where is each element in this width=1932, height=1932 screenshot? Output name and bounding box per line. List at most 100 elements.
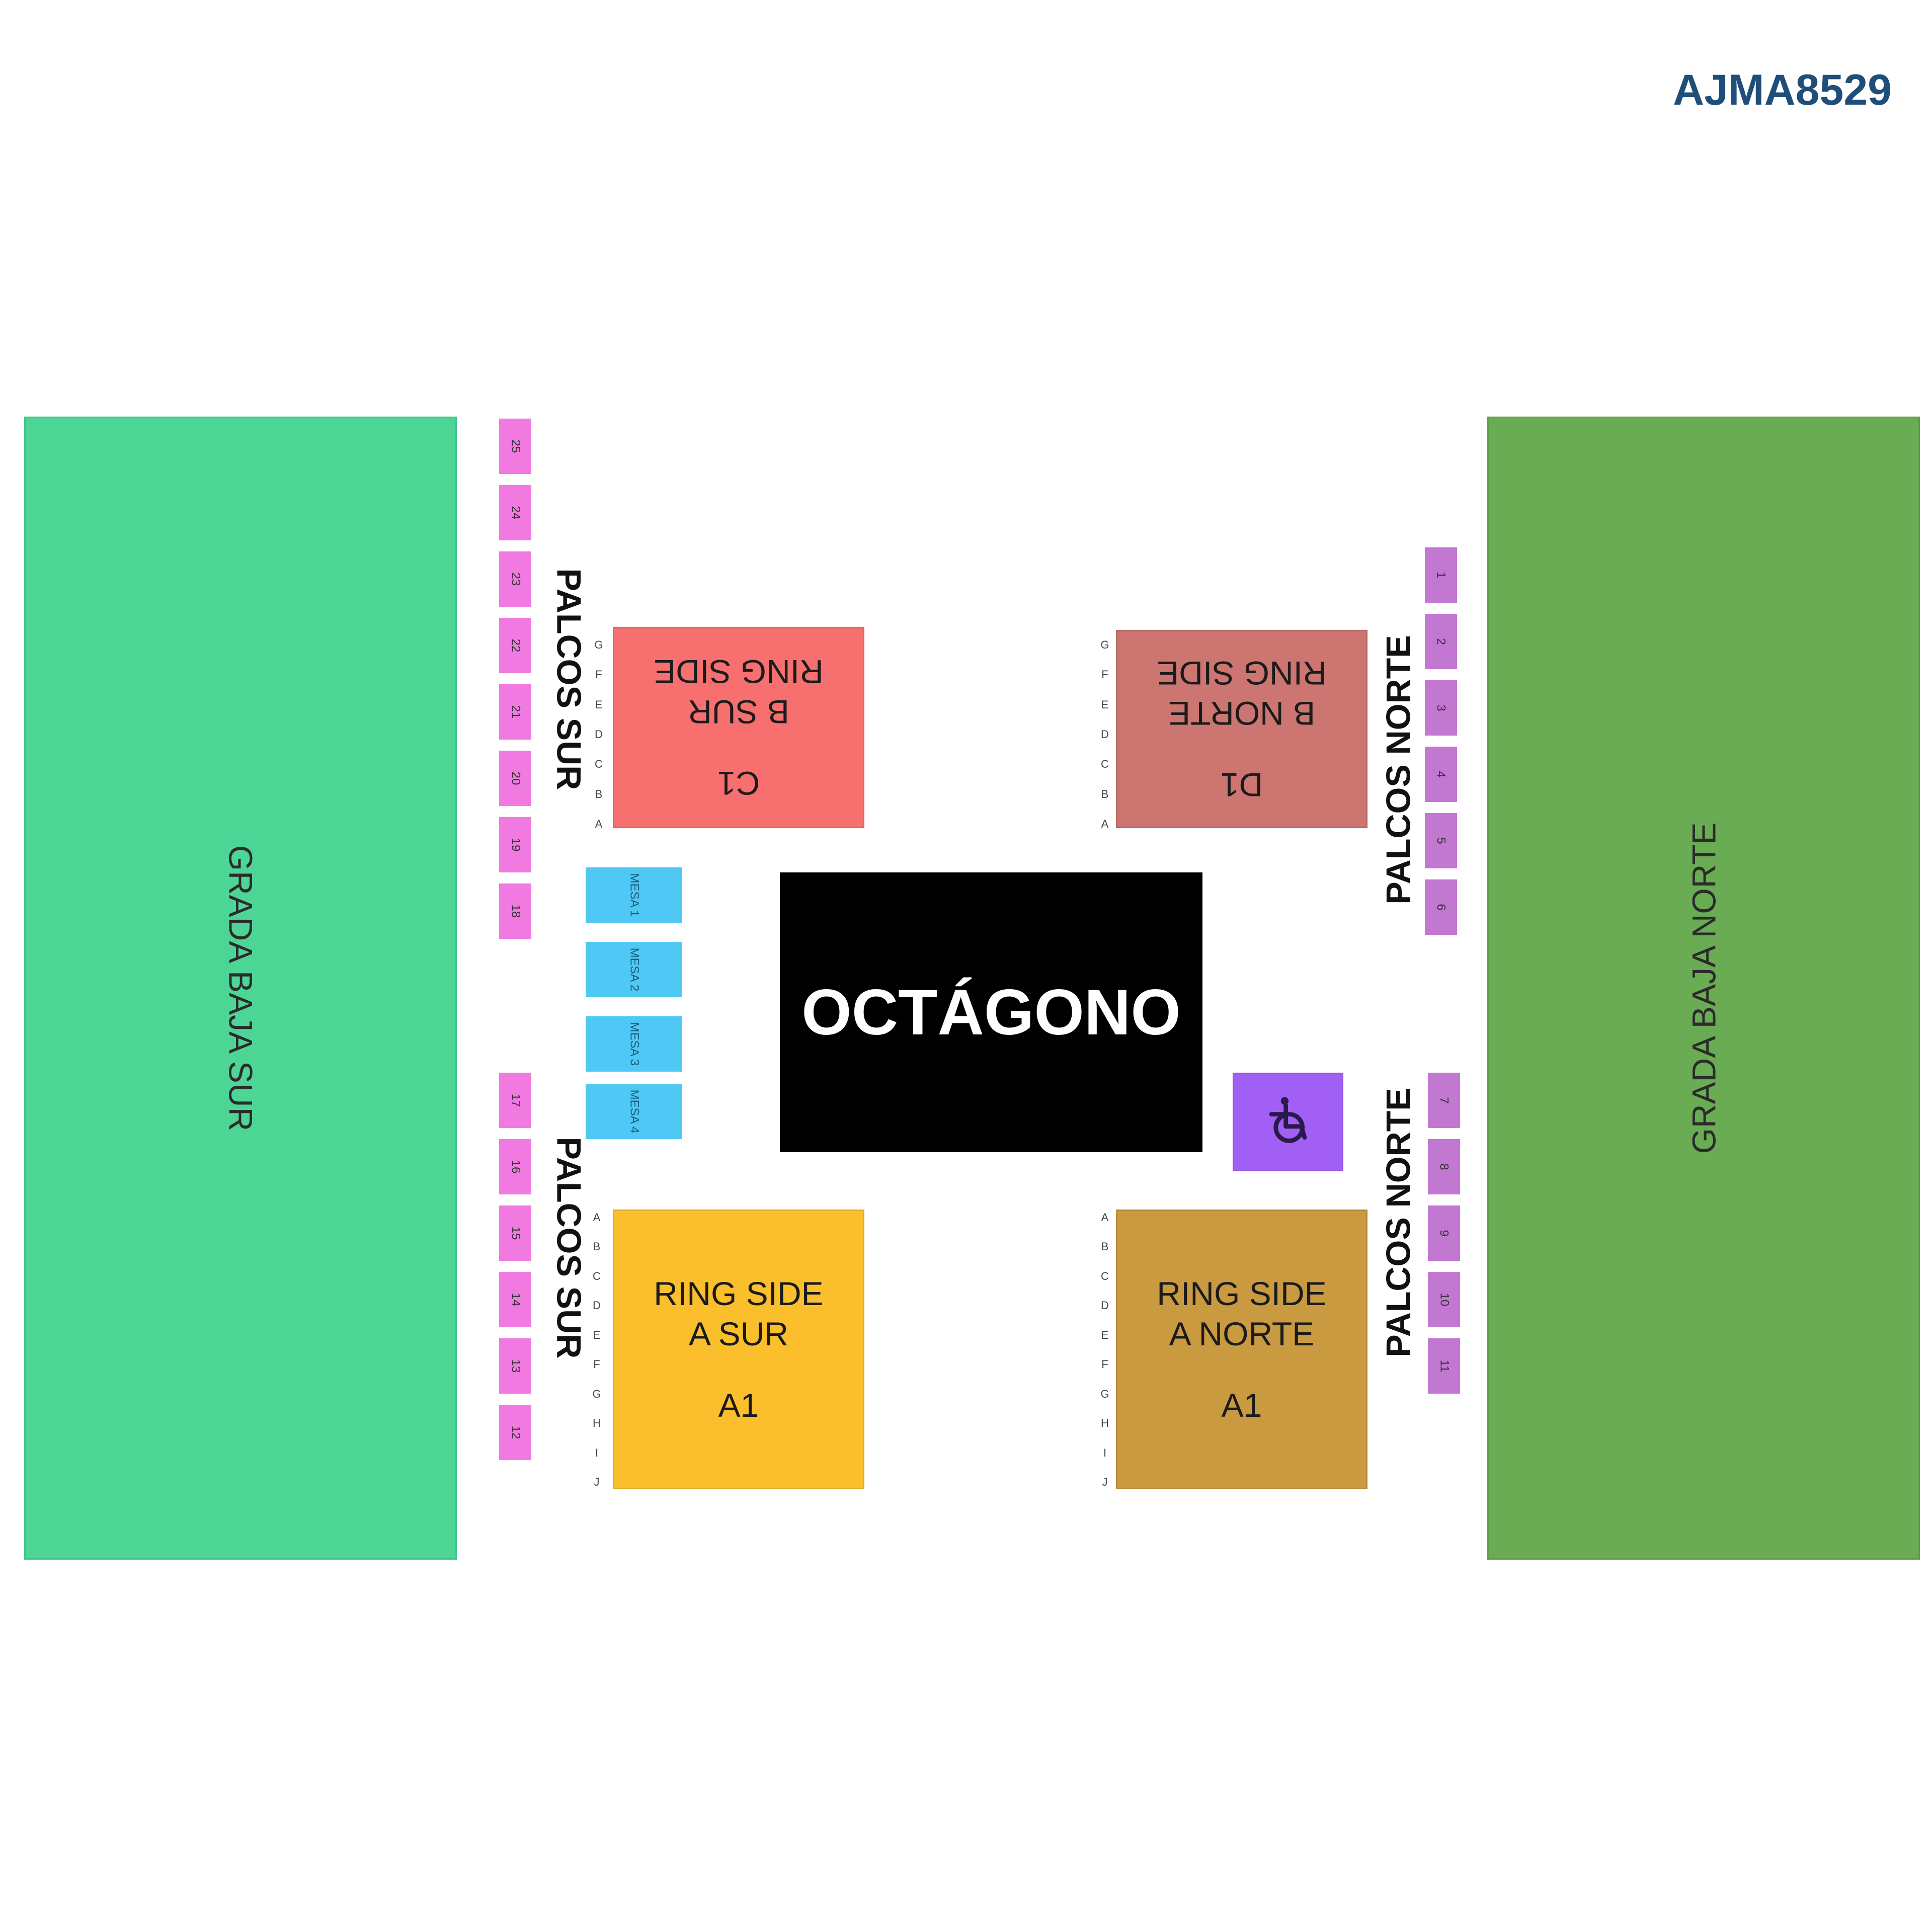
ring-b-sur-section: C1 xyxy=(717,765,760,802)
palco-23[interactable]: 23 xyxy=(497,549,533,609)
palco-number: 19 xyxy=(508,838,522,852)
row-letter: E xyxy=(595,698,603,711)
row-letter: I xyxy=(1103,1446,1107,1459)
palco-number: 17 xyxy=(508,1093,522,1107)
ring-b-sur-line2: B SUR xyxy=(688,693,789,731)
palco-13[interactable]: 13 xyxy=(497,1336,533,1396)
ring-a-norte-line2: A NORTE xyxy=(1169,1315,1315,1352)
palco-number: 7 xyxy=(1437,1097,1451,1104)
row-letter: A xyxy=(593,1211,601,1224)
palco-9[interactable]: 9 xyxy=(1426,1203,1462,1263)
palco-number: 22 xyxy=(508,638,522,653)
section-grada-baja-norte[interactable]: GRADA BAJA NORTE xyxy=(1487,417,1920,1560)
mesa-4[interactable]: MESA 4 xyxy=(584,1082,684,1141)
ring-a-sur-section: A1 xyxy=(718,1387,759,1424)
mesa-label: MESA 2 xyxy=(627,947,641,992)
section-grada-baja-sur[interactable]: GRADA BAJA SUR xyxy=(24,417,457,1560)
palco-number: 5 xyxy=(1434,837,1448,844)
palco-8[interactable]: 8 xyxy=(1426,1137,1462,1196)
octagono-stage: OCTÁGONO xyxy=(780,872,1202,1152)
event-code: AJMA8529 xyxy=(1673,66,1892,114)
ring-a-sur-line1: RING SIDE xyxy=(654,1275,824,1312)
row-letter: G xyxy=(594,638,603,651)
wheelchair-icon xyxy=(1269,1097,1307,1143)
palco-17[interactable]: 17 xyxy=(497,1071,533,1130)
row-letter: D xyxy=(1101,1299,1109,1312)
row-letter: A xyxy=(1101,817,1109,830)
palco-15[interactable]: 15 xyxy=(497,1203,533,1263)
row-letter: I xyxy=(595,1446,599,1459)
row-letter: C xyxy=(593,1269,601,1282)
palco-11[interactable]: 11 xyxy=(1426,1336,1462,1396)
palcos-sur-label-lower: PALCOS SUR xyxy=(549,1137,588,1359)
row-letter: C xyxy=(1101,1269,1109,1282)
palco-number: 11 xyxy=(1437,1359,1451,1373)
row-letter: E xyxy=(1101,1328,1109,1341)
ring-b-norte-section: D1 xyxy=(1220,766,1263,803)
row-letter: C xyxy=(595,758,603,771)
ring-a-norte-line1: RING SIDE xyxy=(1157,1275,1327,1312)
palco-19[interactable]: 19 xyxy=(497,815,533,874)
palco-12[interactable]: 12 xyxy=(497,1403,533,1462)
palco-5[interactable]: 5 xyxy=(1423,811,1459,870)
mesa-3[interactable]: MESA 3 xyxy=(584,1014,684,1074)
row-letter: E xyxy=(1101,698,1109,711)
mesa-2[interactable]: MESA 2 xyxy=(584,940,684,999)
palco-3[interactable]: 3 xyxy=(1423,678,1459,738)
row-letter: J xyxy=(594,1475,600,1488)
palco-number: 18 xyxy=(508,904,522,918)
section-ring-side-a-sur[interactable]: RING SIDE A SUR A1 xyxy=(613,1210,864,1489)
palco-21[interactable]: 21 xyxy=(497,682,533,742)
palco-2[interactable]: 2 xyxy=(1423,612,1459,671)
row-letter: D xyxy=(1101,728,1109,741)
palco-25[interactable]: 25 xyxy=(497,417,533,476)
palco-7[interactable]: 7 xyxy=(1426,1071,1462,1130)
row-letter: J xyxy=(1102,1475,1108,1488)
palco-10[interactable]: 10 xyxy=(1426,1270,1462,1329)
palco-number: 16 xyxy=(508,1160,522,1174)
row-letter: B xyxy=(1101,1240,1109,1253)
palco-24[interactable]: 24 xyxy=(497,483,533,542)
palco-number: 1 xyxy=(1434,572,1448,579)
row-letter: H xyxy=(593,1417,601,1430)
accessibility-section[interactable] xyxy=(1233,1073,1343,1171)
row-letter: G xyxy=(592,1387,601,1400)
palco-16[interactable]: 16 xyxy=(497,1137,533,1196)
palco-18[interactable]: 18 xyxy=(497,881,533,941)
palco-number: 21 xyxy=(508,705,522,719)
section-ring-side-b-norte[interactable]: RING SIDE B NORTE D1 xyxy=(1116,630,1367,828)
palcos-sur-label-upper: PALCOS SUR xyxy=(549,568,588,790)
row-letter: A xyxy=(595,817,603,830)
palco-6[interactable]: 6 xyxy=(1423,877,1459,937)
palco-number: 4 xyxy=(1434,771,1448,778)
palco-22[interactable]: 22 xyxy=(497,616,533,675)
palco-number: 14 xyxy=(508,1293,522,1307)
row-letter: H xyxy=(1101,1417,1109,1430)
row-letter: A xyxy=(1101,1211,1109,1224)
octagono-label: OCTÁGONO xyxy=(801,976,1181,1049)
row-letter: G xyxy=(1100,638,1109,651)
grada-sur-label: GRADA BAJA SUR xyxy=(221,845,259,1132)
row-letter: B xyxy=(595,787,603,800)
palco-number: 15 xyxy=(508,1226,522,1240)
row-letter: D xyxy=(593,1299,601,1312)
palcos-norte-label-lower: PALCOS NORTE xyxy=(1380,1088,1418,1357)
palco-number: 12 xyxy=(508,1425,522,1439)
palco-14[interactable]: 14 xyxy=(497,1270,533,1329)
row-letter: B xyxy=(593,1240,601,1253)
row-letter: B xyxy=(1101,787,1109,800)
row-letter: F xyxy=(1101,668,1108,681)
ring-b-sur-line1: RING SIDE xyxy=(654,653,824,690)
palco-20[interactable]: 20 xyxy=(497,749,533,808)
mesa-1[interactable]: MESA 1 xyxy=(584,865,684,925)
row-letter: D xyxy=(595,728,603,741)
section-ring-side-a-norte[interactable]: RING SIDE A NORTE A1 xyxy=(1116,1210,1367,1489)
section-ring-side-b-sur[interactable]: RING SIDE B SUR C1 xyxy=(613,627,864,828)
ring-b-norte-line1: RING SIDE xyxy=(1157,655,1327,692)
palco-1[interactable]: 1 xyxy=(1423,545,1459,605)
palco-4[interactable]: 4 xyxy=(1423,745,1459,804)
